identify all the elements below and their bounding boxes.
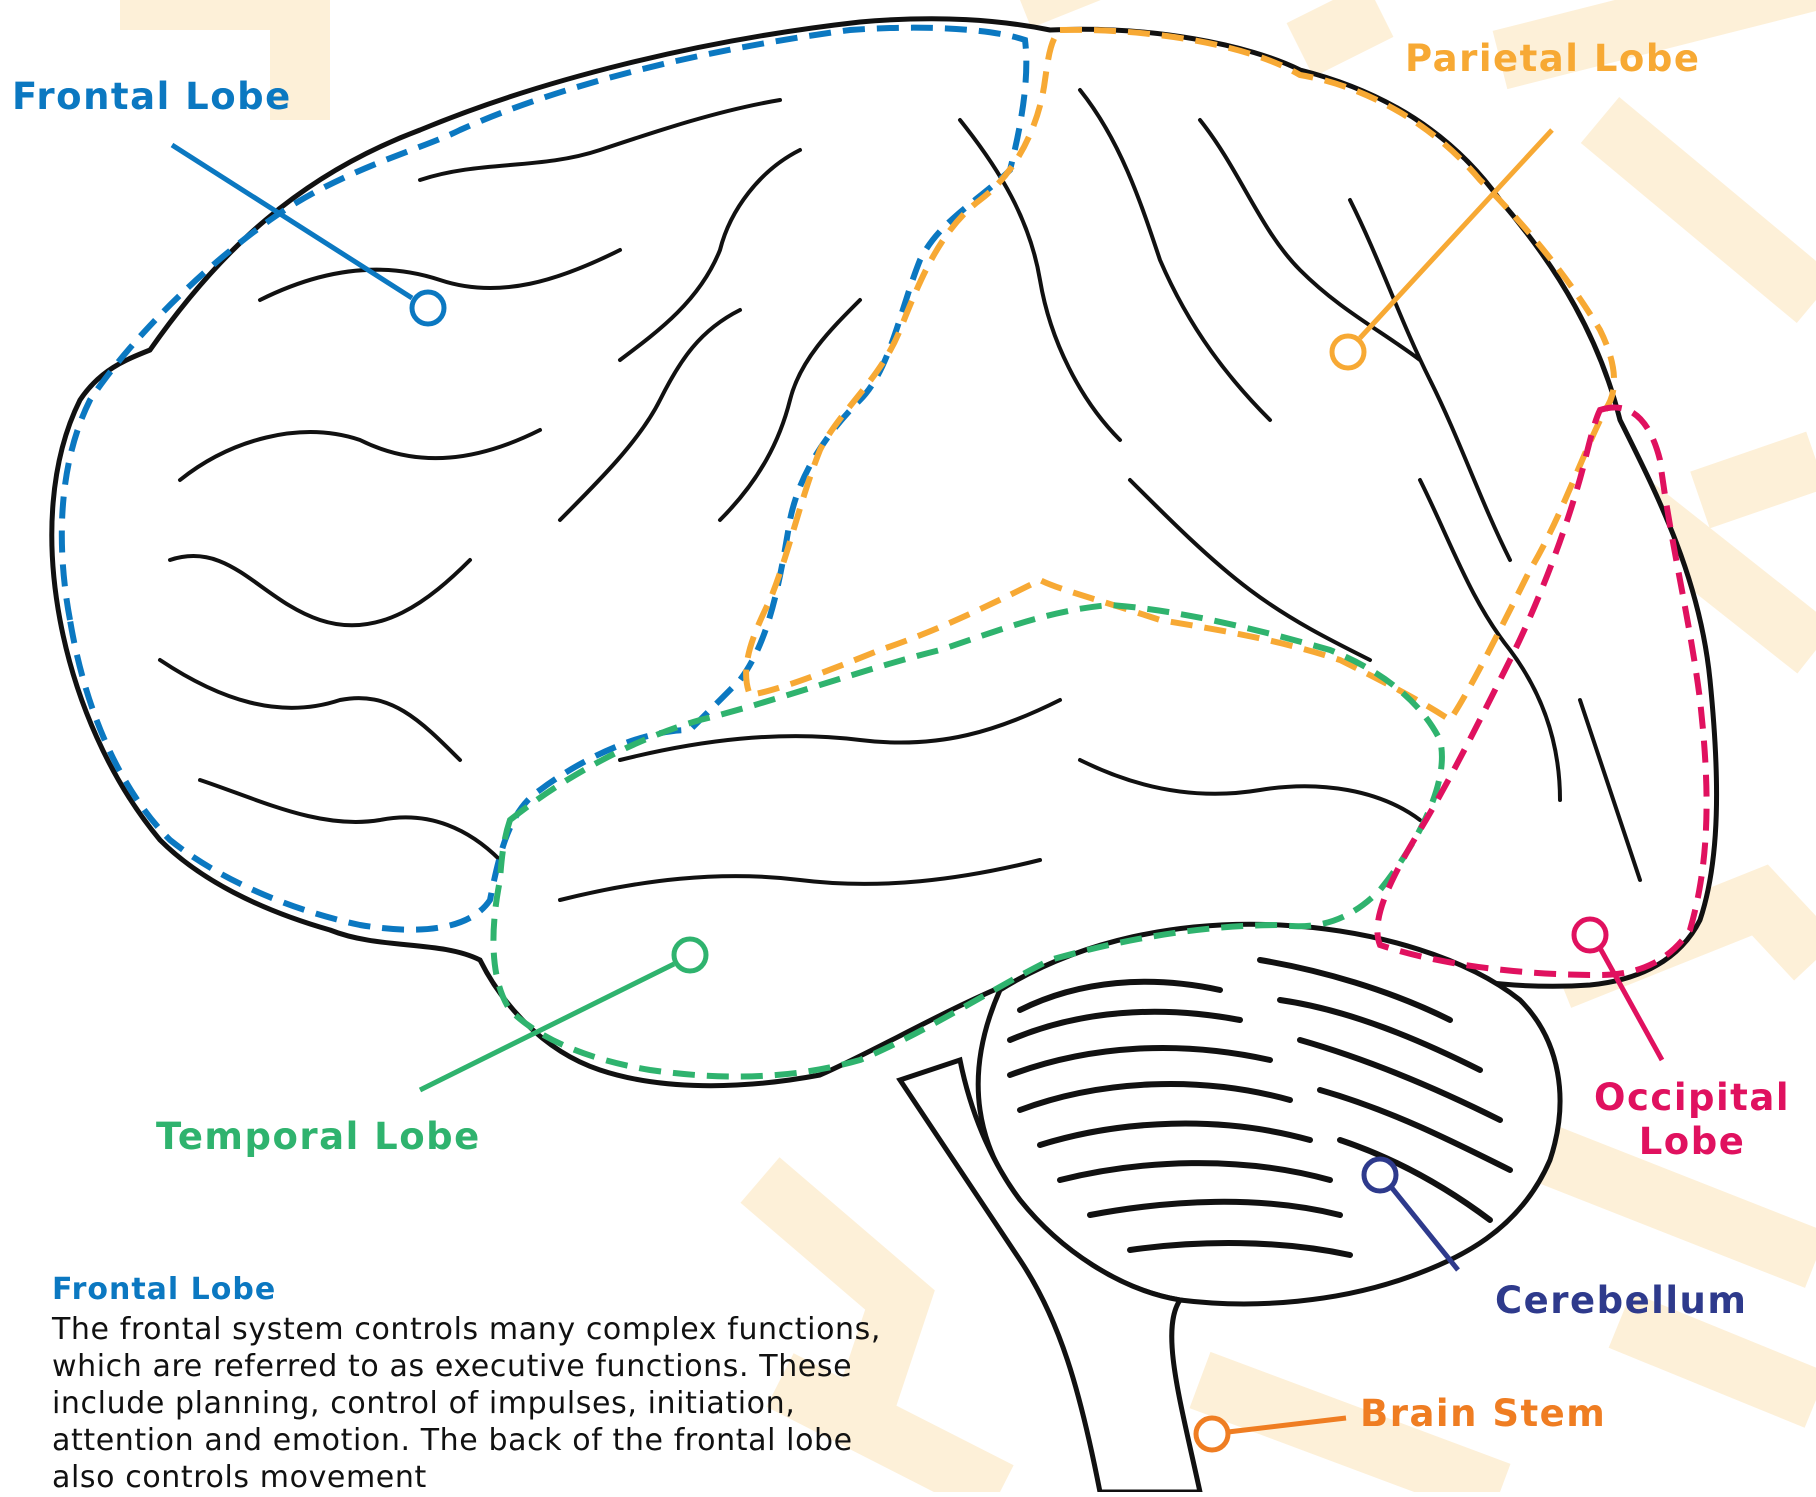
parietal-lobe-label: Parietal Lobe (1405, 40, 1700, 77)
occipital-lobe-label: Occipital Lobe (1594, 1076, 1790, 1164)
frontal-lobe-label: Frontal Lobe (12, 78, 292, 115)
occipital-label-line2: Lobe (1594, 1120, 1790, 1164)
occipital-label-line1: Occipital (1594, 1076, 1790, 1120)
description-block: Frontal Lobe The frontal system controls… (52, 1272, 902, 1496)
cerebellum-label: Cerebellum (1495, 1282, 1747, 1319)
cerebrum-outline (52, 19, 1717, 1086)
temporal-lobe-label: Temporal Lobe (156, 1118, 481, 1155)
brain-stem-label: Brain Stem (1360, 1395, 1606, 1432)
description-title: Frontal Lobe (52, 1272, 902, 1307)
description-body: The frontal system controls many complex… (52, 1311, 902, 1496)
